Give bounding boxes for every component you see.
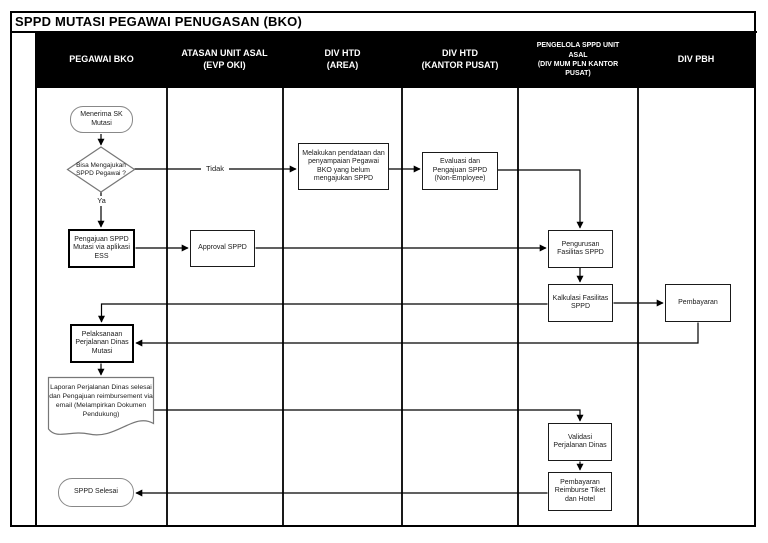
lane-divider-3 (401, 88, 403, 525)
process-node-approval-sppd: Approval SPPD (190, 230, 255, 267)
lane-divider-1 (166, 88, 168, 525)
lane-divider-5 (637, 88, 639, 525)
lane-header-div-htd-kantor-pusat: DIV HTD (KANTOR PUSAT) (421, 48, 499, 70)
lane-header-pengelola-sppd-unit-asal: PENGELOLA SPPD UNIT ASAL (DIV MUM PLN KA… (536, 42, 620, 78)
document-node-laporan-label: Laporan Perjalanan Dinas selesai dan Pen… (49, 384, 153, 418)
process-node-kalkulasi-fasilitas: Kalkulasi Fasilitas SPPD (548, 284, 613, 322)
process-node-reimburse: Pembayaran Reimburse Tiket dan Hotel (548, 472, 612, 511)
phase-column-divider (35, 32, 37, 525)
process-node-pengajuan-sppd: Pengajuan SPPD Mutasi via aplikasi ESS (68, 229, 135, 268)
decision-diamond-shape (66, 146, 136, 193)
edge-label-ya: Ya (93, 196, 110, 206)
edge-label-tidak: Tidak (201, 164, 229, 174)
end-node-sppd-selesai: SPPD Selesai (58, 478, 134, 507)
connector-evaluasi-to-pengurusan (498, 169, 584, 229)
process-node-pendataan: Melakukan pendataan dan penyampaian Pega… (298, 143, 389, 190)
decision-node-label: Bisa Mengajukan SPPD Pegawai ? (76, 162, 126, 177)
process-node-validasi: Validasi Perjalanan Dinas (548, 423, 612, 461)
process-node-pelaksanaan: Pelaksanaan Perjalanan Dinas Mutasi (70, 324, 134, 363)
lane-header-div-htd-area: DIV HTD (AREA) (324, 48, 361, 70)
process-node-evaluasi: Evaluasi dan Pengajuan SPPD (Non-Employe… (422, 152, 498, 190)
connector-pembayaran-to-pelaksanaan (135, 322, 699, 347)
lane-divider-4 (517, 88, 519, 525)
connector-kalkulasi-to-pelaksanaan (98, 303, 548, 323)
lane-header-pegawai-bko: PEGAWAI BKO (69, 54, 134, 65)
lane-header-div-pbh: DIV PBH (677, 54, 715, 65)
process-node-pembayaran: Pembayaran (665, 284, 731, 322)
document-shape (47, 376, 155, 436)
lane-header-atasan-unit-asal: ATASAN UNIT ASAL (EVP OKI) (181, 48, 268, 70)
lane-divider-2 (282, 88, 284, 525)
process-node-pengurusan-fasilitas: Pengurusan Fasilitas SPPD (548, 230, 613, 268)
connector-laporan-to-validasi (154, 409, 584, 422)
swimlane-header-row: PEGAWAI BKO ATASAN UNIT ASAL (EVP OKI) D… (37, 32, 754, 88)
start-node-menerima-sk-mutasi: Menerima SK Mutasi (70, 106, 133, 133)
page-border-frame (10, 11, 756, 527)
